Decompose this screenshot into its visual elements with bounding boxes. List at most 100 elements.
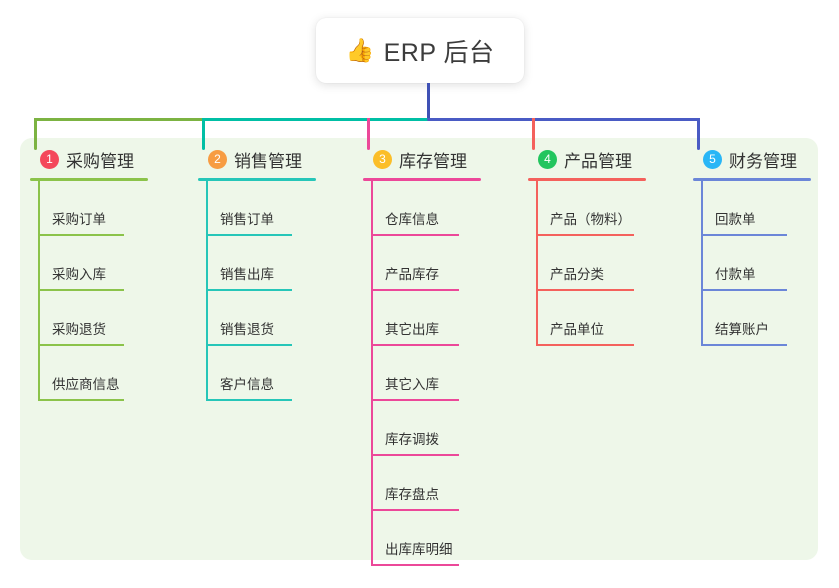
column-items-finance: 回款单付款单结算账户: [693, 181, 823, 346]
menu-item-label: 采购订单: [52, 212, 106, 227]
menu-item-rule: [371, 399, 459, 401]
menu-item-rule: [371, 509, 459, 511]
column-items-sales: 销售订单销售出库销售退货客户信息: [198, 181, 348, 401]
menu-item-rule: [371, 234, 459, 236]
column-spine-product: [536, 181, 538, 346]
menu-item-rule: [371, 344, 459, 346]
content-panel: [20, 138, 818, 560]
menu-item-rule: [371, 564, 459, 566]
column-rule-purchase: [30, 178, 148, 181]
column-header-inventory[interactable]: 3 库存管理: [363, 146, 513, 172]
menu-item[interactable]: 产品库存: [363, 236, 513, 291]
menu-item-label: 库存盘点: [385, 487, 439, 502]
menu-item-label: 库存调拨: [385, 432, 439, 447]
menu-item-label: 结算账户: [715, 322, 769, 337]
menu-item[interactable]: 供应商信息: [30, 346, 180, 401]
drop-sales: [202, 118, 205, 150]
menu-item-label: 产品库存: [385, 267, 439, 282]
column-title-product: 产品管理: [564, 151, 632, 171]
menu-item-rule: [536, 289, 634, 291]
column-header-product[interactable]: 4 产品管理: [528, 146, 678, 172]
column-rule-product: [528, 178, 646, 181]
root-title: 👍 ERP 后台: [345, 33, 494, 69]
menu-item-label: 付款单: [715, 267, 756, 282]
menu-item[interactable]: 采购订单: [30, 181, 180, 236]
column-finance: 5 财务管理回款单付款单结算账户: [693, 146, 823, 346]
menu-item-label: 其它入库: [385, 377, 439, 392]
menu-item-rule: [38, 399, 124, 401]
menu-item[interactable]: 回款单: [693, 181, 823, 236]
menu-item-label: 销售退货: [220, 322, 274, 337]
number-badge-purchase: 1: [40, 149, 59, 169]
column-items-product: 产品（物料）产品分类产品单位: [528, 181, 678, 346]
menu-item-rule: [701, 234, 787, 236]
menu-item-label: 销售出库: [220, 267, 274, 282]
menu-item-rule: [206, 289, 292, 291]
column-rule-inventory: [363, 178, 481, 181]
menu-item[interactable]: 库存调拨: [363, 401, 513, 456]
menu-item[interactable]: 客户信息: [198, 346, 348, 401]
menu-item-rule: [371, 454, 459, 456]
column-spine-purchase: [38, 181, 40, 401]
column-title-purchase: 采购管理: [66, 151, 134, 171]
menu-item[interactable]: 仓库信息: [363, 181, 513, 236]
menu-item-rule: [38, 344, 124, 346]
root-node-card[interactable]: 👍 ERP 后台: [316, 18, 524, 83]
menu-item-rule: [206, 399, 292, 401]
column-header-finance[interactable]: 5 财务管理: [693, 146, 823, 172]
menu-item-rule: [206, 344, 292, 346]
drop-finance: [697, 118, 700, 150]
menu-item-label: 客户信息: [220, 377, 274, 392]
menu-item[interactable]: 销售订单: [198, 181, 348, 236]
column-spine-sales: [206, 181, 208, 401]
menu-item-rule: [536, 234, 634, 236]
number-badge-product: 4: [538, 149, 557, 169]
menu-item[interactable]: 结算账户: [693, 291, 823, 346]
menu-item-label: 产品单位: [550, 322, 604, 337]
drop-inventory: [367, 118, 370, 150]
menu-item[interactable]: 采购入库: [30, 236, 180, 291]
number-badge-sales: 2: [208, 149, 227, 169]
column-rule-sales: [198, 178, 316, 181]
menu-item-rule: [38, 289, 124, 291]
column-spine-inventory: [371, 181, 373, 566]
column-title-finance: 财务管理: [729, 151, 797, 171]
menu-item-rule: [371, 289, 459, 291]
column-product: 4 产品管理产品（物料）产品分类产品单位: [528, 146, 678, 346]
blue-segment: [427, 118, 699, 121]
menu-item[interactable]: 出库库明细: [363, 511, 513, 566]
menu-item-rule: [38, 234, 124, 236]
menu-item-label: 供应商信息: [52, 377, 120, 392]
menu-item-rule: [536, 344, 634, 346]
menu-item[interactable]: 其它入库: [363, 346, 513, 401]
trunk-line: [427, 83, 430, 121]
number-badge-finance: 5: [703, 149, 722, 169]
menu-item[interactable]: 销售退货: [198, 291, 348, 346]
menu-item[interactable]: 产品分类: [528, 236, 678, 291]
menu-item[interactable]: 产品（物料）: [528, 181, 678, 236]
green-segment: [34, 118, 204, 121]
thumbs-up-icon: 👍: [345, 37, 375, 63]
menu-item-label: 销售订单: [220, 212, 274, 227]
menu-item[interactable]: 采购退货: [30, 291, 180, 346]
menu-item-rule: [701, 344, 787, 346]
menu-item-label: 采购入库: [52, 267, 106, 282]
column-purchase: 1 采购管理采购订单采购入库采购退货供应商信息: [30, 146, 180, 401]
column-rule-finance: [693, 178, 811, 181]
menu-item[interactable]: 销售出库: [198, 236, 348, 291]
menu-item-label: 回款单: [715, 212, 756, 227]
drop-product: [532, 118, 535, 150]
menu-item-label: 出库库明细: [385, 542, 453, 557]
menu-item[interactable]: 其它出库: [363, 291, 513, 346]
menu-item-label: 其它出库: [385, 322, 439, 337]
column-header-purchase[interactable]: 1 采购管理: [30, 146, 180, 172]
column-title-inventory: 库存管理: [399, 151, 467, 171]
number-badge-inventory: 3: [373, 149, 392, 169]
menu-item-rule: [206, 234, 292, 236]
menu-item[interactable]: 付款单: [693, 236, 823, 291]
menu-item[interactable]: 产品单位: [528, 291, 678, 346]
menu-item-label: 仓库信息: [385, 212, 439, 227]
menu-item[interactable]: 库存盘点: [363, 456, 513, 511]
